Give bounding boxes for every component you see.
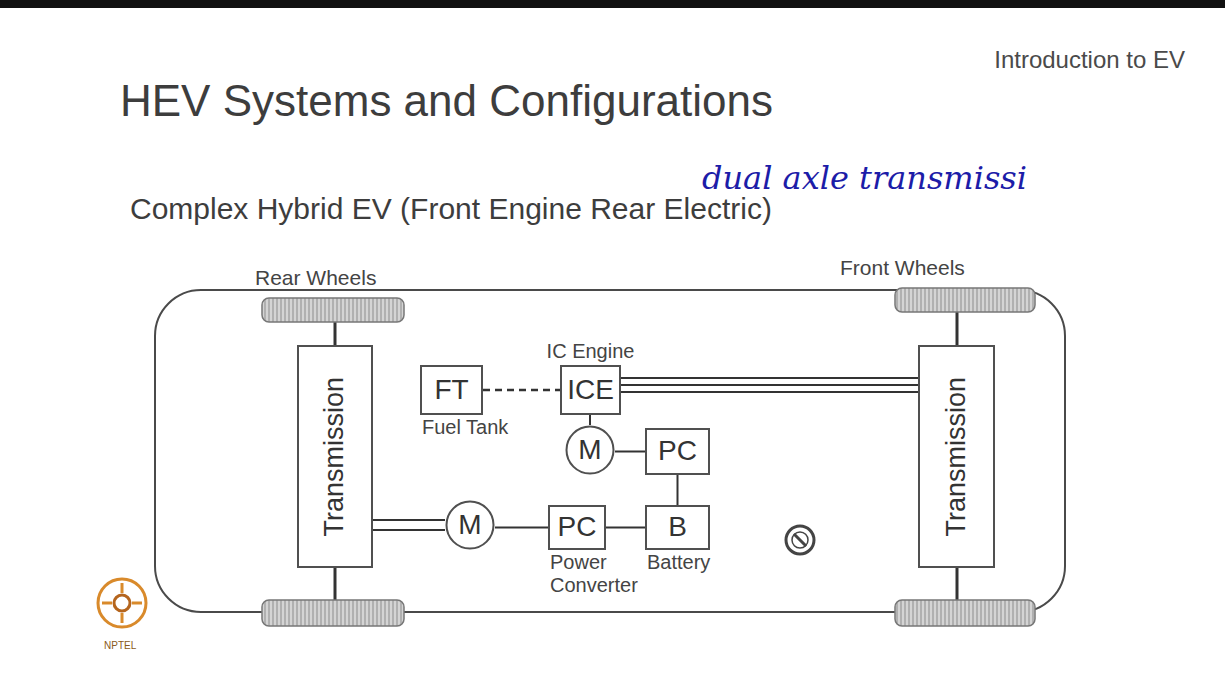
handwritten-note: dual axle transmissi [702, 160, 1027, 197]
motor-circle: M [445, 500, 495, 550]
connector-line [621, 391, 918, 393]
node-text: FT [434, 375, 468, 406]
slide-title: HEV Systems and Configurations [120, 76, 773, 127]
node-text: ICE [567, 375, 614, 406]
engine-box: IC EngineICE [560, 365, 621, 415]
section-header: Introduction to EV [994, 46, 1185, 74]
node-text: M [458, 510, 481, 541]
wheel-label: Front Wheels [840, 256, 965, 280]
connector-line [589, 415, 591, 425]
car-outline [155, 290, 1065, 612]
node-text: PC [558, 512, 597, 543]
connector-line [495, 527, 548, 529]
connector [606, 527, 645, 528]
connector-line [373, 529, 445, 531]
axles [335, 312, 957, 600]
logo-text: NPTEL [104, 640, 136, 652]
connector-line [621, 384, 918, 386]
node-text: B [668, 512, 687, 543]
connector-line [615, 451, 645, 453]
connector-line [606, 527, 645, 529]
connector-line [621, 377, 918, 379]
transmission-box: Transmission [297, 345, 373, 568]
fuel-tank-box: FTFuel Tank [420, 365, 483, 415]
subtitle: Complex Hybrid EV (Front Engine Rear Ele… [130, 192, 772, 227]
node-caption: Fuel Tank [422, 416, 508, 439]
motor-circle: M [565, 425, 615, 475]
node-caption: Battery [647, 551, 710, 574]
battery-box: BBattery [645, 505, 710, 550]
connector [677, 475, 678, 505]
connector [483, 390, 560, 391]
connector [615, 451, 645, 452]
connector [373, 520, 445, 530]
node-text: PC [658, 436, 697, 467]
connector-line [483, 389, 560, 392]
wheel-label: Rear Wheels [255, 266, 376, 290]
connector-line [373, 519, 445, 521]
transmission-box: Transmission [918, 345, 995, 568]
node-caption: Power Converter [550, 551, 650, 597]
node-text: Transmission [320, 377, 350, 537]
converter-box: PCPower Converter [548, 505, 606, 550]
connector-line [677, 475, 679, 505]
wheels [262, 288, 1035, 626]
connector [621, 378, 918, 392]
node-text: Transmission [942, 377, 972, 537]
node-caption: IC Engine [547, 340, 635, 363]
node-text: M [578, 435, 601, 466]
connector [590, 415, 591, 425]
top-bar [0, 0, 1225, 8]
nptel-logo [98, 579, 146, 627]
converter-box: PC [645, 428, 710, 475]
cursor-icon [786, 526, 814, 554]
connector [495, 527, 548, 528]
